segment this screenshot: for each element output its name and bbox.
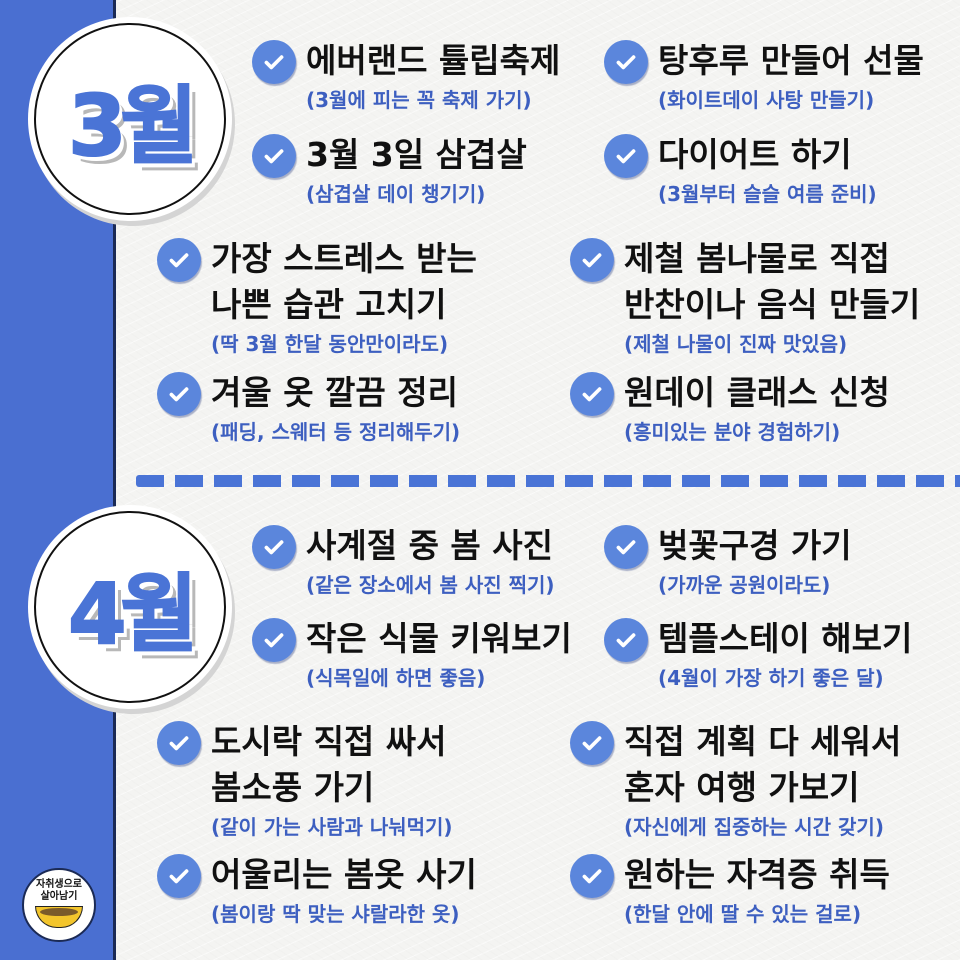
item-subtitle: (같은 장소에서 봄 사진 찍기) <box>306 573 555 597</box>
month-badge-march: 3월 <box>28 17 232 221</box>
item-title: 작은 식물 키워보기 <box>306 619 572 658</box>
item-title-line2: 나쁜 습관 고치기 <box>211 285 447 324</box>
checklist-item: 벚꽃구경 가기 (가까운 공원이라도) <box>604 523 852 599</box>
checklist-item: 탕후루 만들어 선물 (화이트데이 사탕 만들기) <box>604 38 924 114</box>
check-circle-icon <box>570 238 614 282</box>
checklist-item: 원데이 클래스 신청 (흥미있는 분야 경험하기) <box>570 370 890 446</box>
check-circle-icon <box>157 854 201 898</box>
check-circle-icon <box>604 618 648 662</box>
item-title: 어울리는 봄옷 사기 <box>211 855 477 894</box>
logo-text-line1: 자취생으로 <box>36 879 82 890</box>
noodle-bowl-icon <box>35 906 83 928</box>
month-badge-label: 3월 <box>67 76 199 176</box>
checklist-item: 도시락 직접 싸서 봄소풍 가기 (같이 가는 사람과 나눠먹기) <box>157 719 453 841</box>
checklist-item: 3월 3일 삼겹살 (삼겹살 데이 챙기기) <box>252 132 527 208</box>
section-divider-dashed <box>136 475 960 487</box>
item-title: 벚꽃구경 가기 <box>658 526 852 565</box>
check-circle-icon <box>252 134 296 178</box>
check-circle-icon <box>570 854 614 898</box>
checklist-item: 직접 계획 다 세워서 혼자 여행 가보기 (자신에게 집중하는 시간 갖기) <box>570 719 901 841</box>
item-subtitle: (한달 안에 딸 수 있는 걸로) <box>624 902 862 926</box>
item-title-line1: 직접 계획 다 세워서 <box>624 722 902 761</box>
check-circle-icon <box>157 721 201 765</box>
item-subtitle: (4월이 가장 하기 좋은 달) <box>658 666 884 690</box>
checklist-item: 가장 스트레스 받는 나쁜 습관 고치기 (딱 3월 한달 동안만이라도) <box>157 236 477 358</box>
item-title: 다이어트 하기 <box>658 135 852 174</box>
check-circle-icon <box>570 721 614 765</box>
checklist-item: 에버랜드 튤립축제 (3월에 피는 꼭 축제 가기) <box>252 38 560 114</box>
check-circle-icon <box>604 134 648 178</box>
item-title: 3월 3일 삼겹살 <box>306 135 527 174</box>
item-title-line1: 제철 봄나물로 직접 <box>624 239 890 278</box>
item-subtitle: (봄이랑 딱 맞는 샤랄라한 옷) <box>211 902 460 926</box>
logo-text-line2: 살아남기 <box>40 891 78 902</box>
month-badge-april: 4월 <box>28 505 232 709</box>
item-subtitle: (제철 나물이 진짜 맛있음) <box>624 332 848 356</box>
item-title-line2: 반찬이나 음식 만들기 <box>624 285 921 324</box>
item-title: 탕후루 만들어 선물 <box>658 41 924 80</box>
item-title: 원하는 자격증 취득 <box>624 855 890 894</box>
check-circle-icon <box>157 372 201 416</box>
check-circle-icon <box>252 40 296 84</box>
item-title-line1: 가장 스트레스 받는 <box>211 239 477 278</box>
item-title: 겨울 옷 깔끔 정리 <box>211 373 458 412</box>
check-circle-icon <box>252 618 296 662</box>
brand-logo: 자취생으로 살아남기 <box>22 868 96 942</box>
item-title: 원데이 클래스 신청 <box>624 373 890 412</box>
check-circle-icon <box>604 525 648 569</box>
checklist-item: 템플스테이 해보기 (4월이 가장 하기 좋은 달) <box>604 616 912 692</box>
item-title-line2: 봄소풍 가기 <box>211 768 375 807</box>
month-badge-label: 4월 <box>67 564 199 664</box>
item-subtitle: (패딩, 스웨터 등 정리해두기) <box>211 420 461 444</box>
checklist-item: 다이어트 하기 (3월부터 슬슬 여름 준비) <box>604 132 877 208</box>
checklist-item: 원하는 자격증 취득 (한달 안에 딸 수 있는 걸로) <box>570 852 890 928</box>
check-circle-icon <box>604 40 648 84</box>
check-circle-icon <box>157 238 201 282</box>
checklist-item: 작은 식물 키워보기 (식목일에 하면 좋음) <box>252 616 572 692</box>
item-subtitle: (흥미있는 분야 경험하기) <box>624 420 841 444</box>
checklist-item: 겨울 옷 깔끔 정리 (패딩, 스웨터 등 정리해두기) <box>157 370 460 446</box>
item-subtitle: (가까운 공원이라도) <box>658 573 831 597</box>
checklist-item: 제철 봄나물로 직접 반찬이나 음식 만들기 (제철 나물이 진짜 맛있음) <box>570 236 920 358</box>
item-subtitle: (화이트데이 사탕 만들기) <box>658 88 875 112</box>
checklist-item: 사계절 중 봄 사진 (같은 장소에서 봄 사진 찍기) <box>252 523 555 599</box>
item-subtitle: (딱 3월 한달 동안만이라도) <box>211 332 449 356</box>
item-subtitle: (3월부터 슬슬 여름 준비) <box>658 182 877 206</box>
check-circle-icon <box>252 525 296 569</box>
item-title: 템플스테이 해보기 <box>658 619 913 658</box>
item-subtitle: (3월에 피는 꼭 축제 가기) <box>306 88 532 112</box>
item-title-line2: 혼자 여행 가보기 <box>624 768 860 807</box>
item-subtitle: (식목일에 하면 좋음) <box>306 666 486 690</box>
item-subtitle: (같이 가는 사람과 나눠먹기) <box>211 815 453 839</box>
item-title: 사계절 중 봄 사진 <box>306 526 553 565</box>
item-title-line1: 도시락 직접 싸서 <box>211 722 447 761</box>
item-title: 에버랜드 튤립축제 <box>306 41 561 80</box>
checklist-item: 어울리는 봄옷 사기 (봄이랑 딱 맞는 샤랄라한 옷) <box>157 852 477 928</box>
item-subtitle: (자신에게 집중하는 시간 갖기) <box>624 815 884 839</box>
check-circle-icon <box>570 372 614 416</box>
item-subtitle: (삼겹살 데이 챙기기) <box>306 182 486 206</box>
